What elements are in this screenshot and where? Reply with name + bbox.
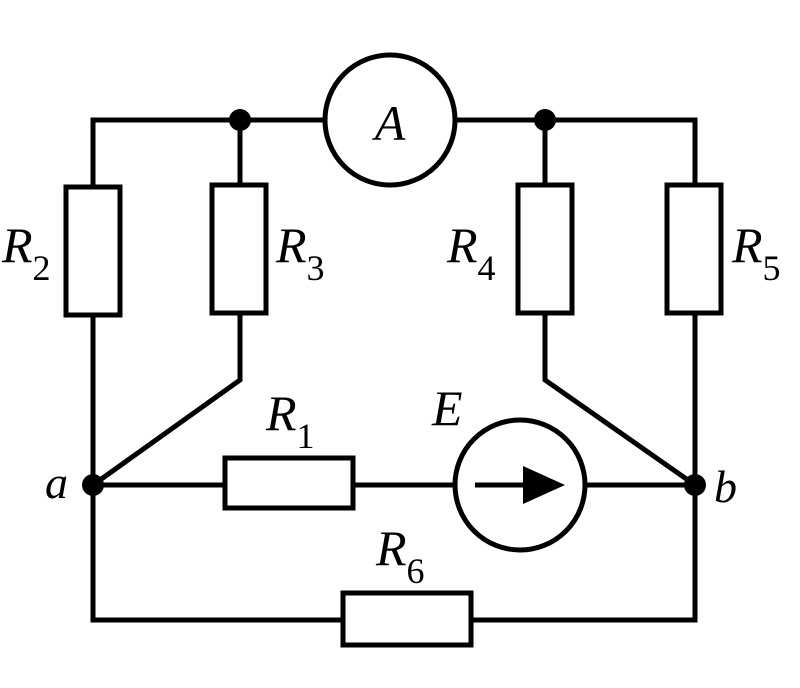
label-r2: R2 xyxy=(1,217,51,288)
emf-arrow-icon xyxy=(475,466,565,504)
label-r1: R1 xyxy=(265,385,315,456)
junction-top-left xyxy=(229,109,251,131)
junction-node-a xyxy=(82,474,104,496)
resistor-r4 xyxy=(515,182,575,316)
resistor-r6 xyxy=(340,590,474,648)
ammeter-label: A xyxy=(372,95,406,151)
ammeter-symbol xyxy=(322,52,458,188)
resistor-r1 xyxy=(222,455,356,511)
resistor-r5 xyxy=(664,182,724,316)
junction-node-b xyxy=(684,474,706,496)
resistor-r2 xyxy=(63,184,123,318)
label-r6: R6 xyxy=(375,520,425,591)
label-r5: R5 xyxy=(731,217,781,288)
junction-top-right xyxy=(534,109,556,131)
label-node-b: b xyxy=(714,461,737,512)
label-node-a: a xyxy=(45,457,68,508)
label-r3: R3 xyxy=(275,217,325,288)
resistor-r3 xyxy=(209,182,269,316)
label-r4: R4 xyxy=(446,217,496,288)
label-source-e: E xyxy=(431,380,463,436)
